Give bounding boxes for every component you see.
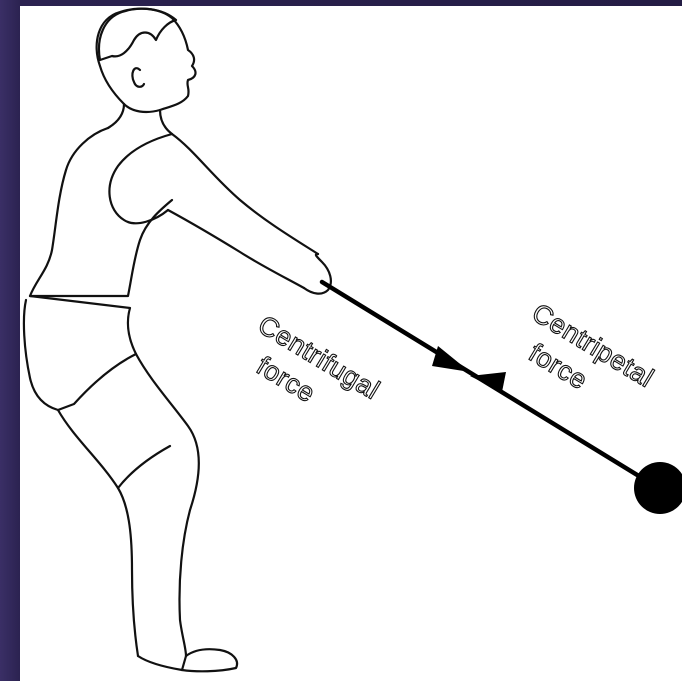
centripetal-label-group: Centripetal force — [508, 297, 659, 424]
shirt-armhole — [109, 134, 172, 223]
head-outline — [97, 9, 196, 112]
centrifugal-arrowhead — [432, 346, 470, 372]
torso-outline — [30, 128, 172, 296]
right-foot-outline — [182, 649, 237, 671]
arm-outline — [168, 134, 318, 288]
left-leg-outline — [58, 410, 138, 656]
ear-outline — [132, 68, 144, 87]
right-leg-outline — [136, 354, 199, 656]
waistband-outline — [24, 296, 136, 410]
centrifugal-label-group: Centrifugal force — [234, 309, 385, 436]
ball — [634, 462, 682, 514]
hand-outline — [304, 254, 331, 294]
knee-line — [118, 446, 170, 488]
left-foot-outline — [138, 656, 186, 670]
